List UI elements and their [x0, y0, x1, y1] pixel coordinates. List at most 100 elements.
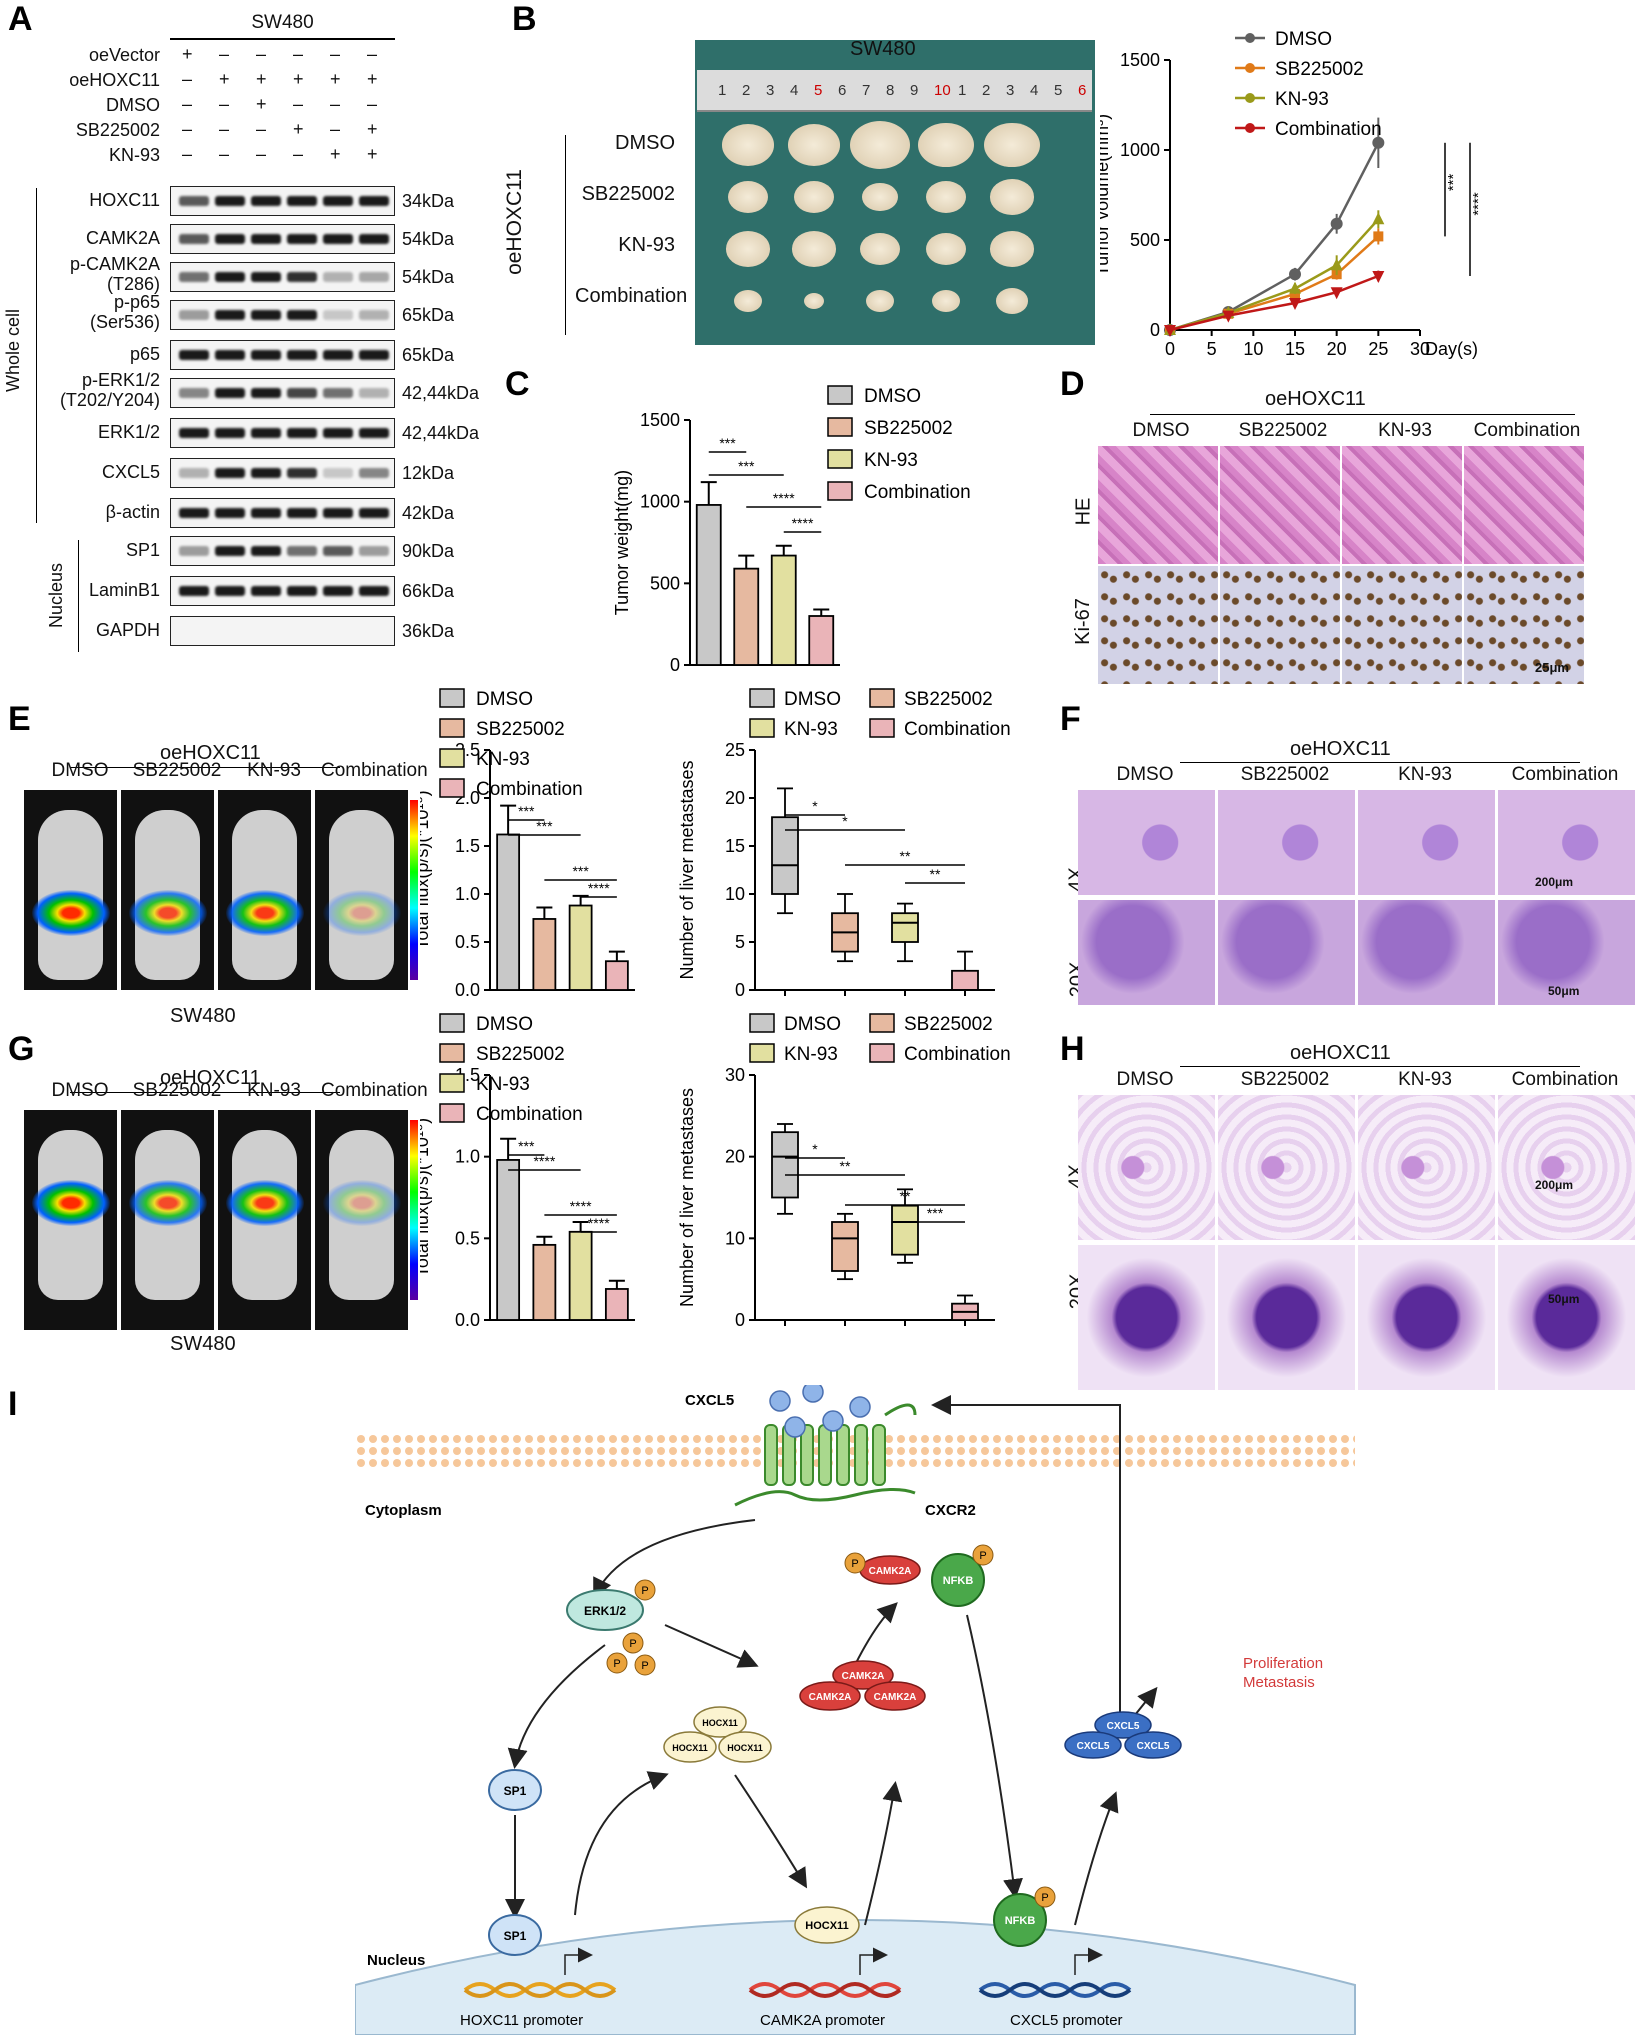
blot-label: CAMK2A [85, 228, 160, 248]
blot-band [323, 428, 353, 438]
data-point [1289, 281, 1301, 294]
promoter-hoxc11: HOXC11 promoter [460, 2012, 583, 2029]
legend-label: SB225002 [864, 418, 953, 439]
legend-swatch [439, 1013, 465, 1033]
sig-label: ** [900, 848, 911, 864]
blot-label: p65 [129, 344, 160, 364]
e-header: oeHOXC11 [160, 742, 261, 764]
blot-band [251, 310, 281, 320]
ruler-number: 10 [934, 82, 951, 99]
data-point [1330, 258, 1343, 271]
tumor-specimen [926, 233, 966, 265]
y-axis-label: Number of liver metastases [677, 760, 697, 979]
legend-label: DMSO [784, 1014, 841, 1035]
x-tick-label: 25 [1368, 339, 1388, 359]
legend-label: SB225002 [476, 1044, 565, 1065]
blot-band [251, 196, 281, 206]
blot-band [287, 350, 317, 360]
g-col-label: SB225002 [132, 1080, 222, 1101]
box [771, 1131, 799, 1199]
bar [496, 1159, 521, 1321]
g-header: oeHOXC11 [160, 1067, 261, 1089]
legend-swatch [749, 718, 775, 738]
condition-sign: – [330, 44, 341, 64]
tumor-row-label: KN-93 [618, 234, 675, 256]
bar [733, 567, 760, 666]
blot-band [215, 586, 245, 596]
blot-band [287, 468, 317, 478]
legend-swatch [439, 778, 465, 798]
blot-band [323, 272, 353, 282]
blot-band [251, 508, 281, 518]
y-tick-label: 0.5 [455, 932, 480, 952]
blot-band [287, 586, 317, 596]
panel-label-b: B [512, 0, 537, 38]
legend-label: KN-93 [476, 1074, 530, 1095]
legend-label: DMSO [476, 689, 533, 710]
blot-band [179, 468, 209, 478]
h-col-label: KN-93 [1398, 1069, 1452, 1090]
blot-band [215, 196, 245, 206]
box [771, 816, 799, 895]
y-tick-label: 1000 [640, 492, 680, 512]
ruler-number: 4 [1030, 82, 1039, 99]
svg-text:HOCX11: HOCX11 [702, 1718, 738, 1728]
condition-sign: + [330, 69, 341, 89]
blot-band [179, 546, 209, 556]
d-scale-bar: 25μm [1535, 660, 1569, 675]
blot-band [323, 234, 353, 244]
legend-marker [1245, 93, 1255, 103]
svg-text:CXCL5: CXCL5 [1107, 1721, 1140, 1732]
condition-sign: – [182, 94, 193, 114]
blot-label: p-ERK1/2 (T202/Y204) [59, 370, 160, 410]
ruler-number: 5 [814, 82, 823, 99]
f-20x-tile [1218, 900, 1355, 1005]
legend-swatch [439, 1073, 465, 1093]
outcome-metastasis: Metastasis [1243, 1674, 1315, 1691]
g-mouse-image [218, 1110, 311, 1330]
condition-label: SB225002 [75, 120, 160, 140]
data-point [1330, 217, 1343, 230]
box [891, 1204, 919, 1256]
f-col-label: DMSO [1116, 764, 1174, 785]
e-col-label: SB225002 [132, 760, 222, 781]
bar [604, 960, 629, 991]
tumor-specimen [990, 231, 1034, 267]
blot-label: CXCL5 [101, 462, 160, 482]
sig-label: **** [792, 515, 814, 531]
g-cell-line: SW480 [170, 1333, 236, 1355]
h-4x-tile [1358, 1095, 1495, 1240]
legend-marker [1245, 63, 1255, 73]
series-line [1169, 218, 1380, 332]
panel-label-i: I [8, 1385, 18, 1423]
legend-label: Combination [904, 1044, 1011, 1065]
legend-label: Combination [864, 482, 971, 503]
y-tick-label: 500 [1130, 230, 1160, 250]
blot-band [215, 428, 245, 438]
promoter-cxcl5: CXCL5 promoter [1010, 2012, 1123, 2029]
blot-strip [170, 300, 395, 330]
blot-strip [170, 186, 395, 216]
blot-band [287, 272, 317, 282]
blot-band [251, 468, 281, 478]
svg-text:CAMK2A: CAMK2A [874, 1692, 917, 1703]
blot-band [179, 508, 209, 518]
data-point [1372, 212, 1385, 225]
y-axis-label: Tumor volume(mm³) [1100, 114, 1112, 276]
e-cell-line: SW480 [170, 1005, 236, 1027]
y-axis-label: Total flux(p/s)(*10¹⁰) [420, 1118, 432, 1277]
y-tick-label: 20 [725, 1147, 745, 1167]
bioluminescence-signal [32, 890, 110, 936]
sig-label: *** [719, 435, 736, 451]
condition-sign: – [293, 44, 304, 64]
blot-strip [170, 378, 395, 408]
x-tick-label: 5 [1207, 339, 1217, 359]
y-axis-label: Tumor weight(mg) [612, 470, 632, 615]
data-point [1330, 287, 1343, 300]
legend-swatch [439, 1103, 465, 1123]
he-stain-tile [1098, 446, 1218, 564]
legend-label: SB225002 [476, 719, 565, 740]
sig-label: **** [588, 880, 610, 896]
legend-label: KN-93 [476, 749, 530, 770]
